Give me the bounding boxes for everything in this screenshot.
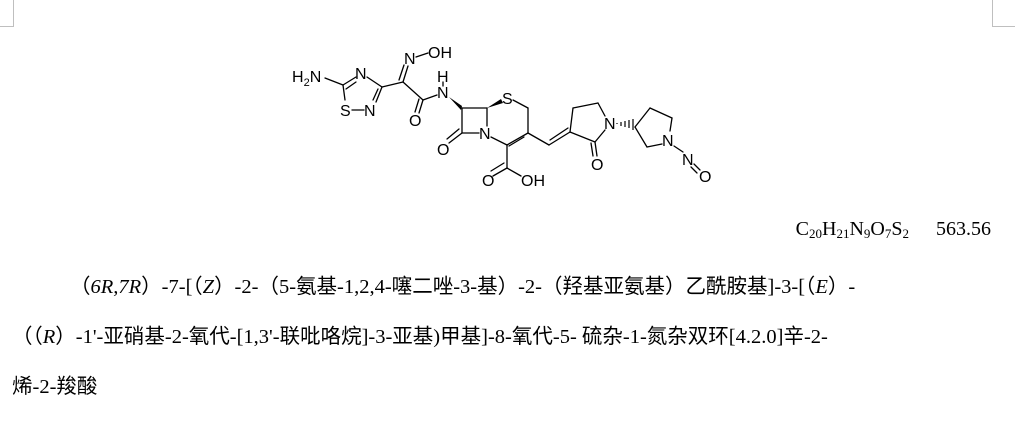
atom-label: S <box>340 103 351 120</box>
molecular-formula-line: C20H21N9O7S2 563.56 <box>796 218 991 242</box>
atom-label: OH <box>428 45 452 62</box>
atom-label: N <box>364 103 376 120</box>
atom-label: N <box>662 133 674 150</box>
atom-label: N <box>604 116 616 133</box>
atom-label: N <box>682 152 694 169</box>
amine-label: H2N <box>292 69 321 89</box>
atom-label: O <box>437 142 449 159</box>
atom-label: N <box>437 85 449 102</box>
atom-label: O <box>482 173 494 190</box>
atom-label: O <box>591 157 603 174</box>
atom-label: O <box>699 169 711 186</box>
chemical-name-paragraph: （6R,7R）-7-[（Z）-2-（5-氨基-1,2,4-噻二唑-3-基）-2-… <box>12 276 856 398</box>
atom-label: H <box>437 69 449 86</box>
chemical-structure-diagram: H2N N S N N OH O N H S N O O OH N O N N … <box>292 45 711 190</box>
molecular-formula: C20H21N9O7S2 <box>795 218 909 241</box>
atom-label: O <box>409 113 421 130</box>
page-corner-mark-left <box>0 0 14 27</box>
atom-label: OH <box>521 173 545 190</box>
atom-label: N <box>355 66 367 83</box>
page-corner-mark-right <box>992 0 1015 27</box>
atom-label: S <box>502 91 513 108</box>
atom-label: N <box>404 51 416 68</box>
atom-label: N <box>479 126 491 143</box>
molecular-weight: 563.56 <box>936 218 991 240</box>
